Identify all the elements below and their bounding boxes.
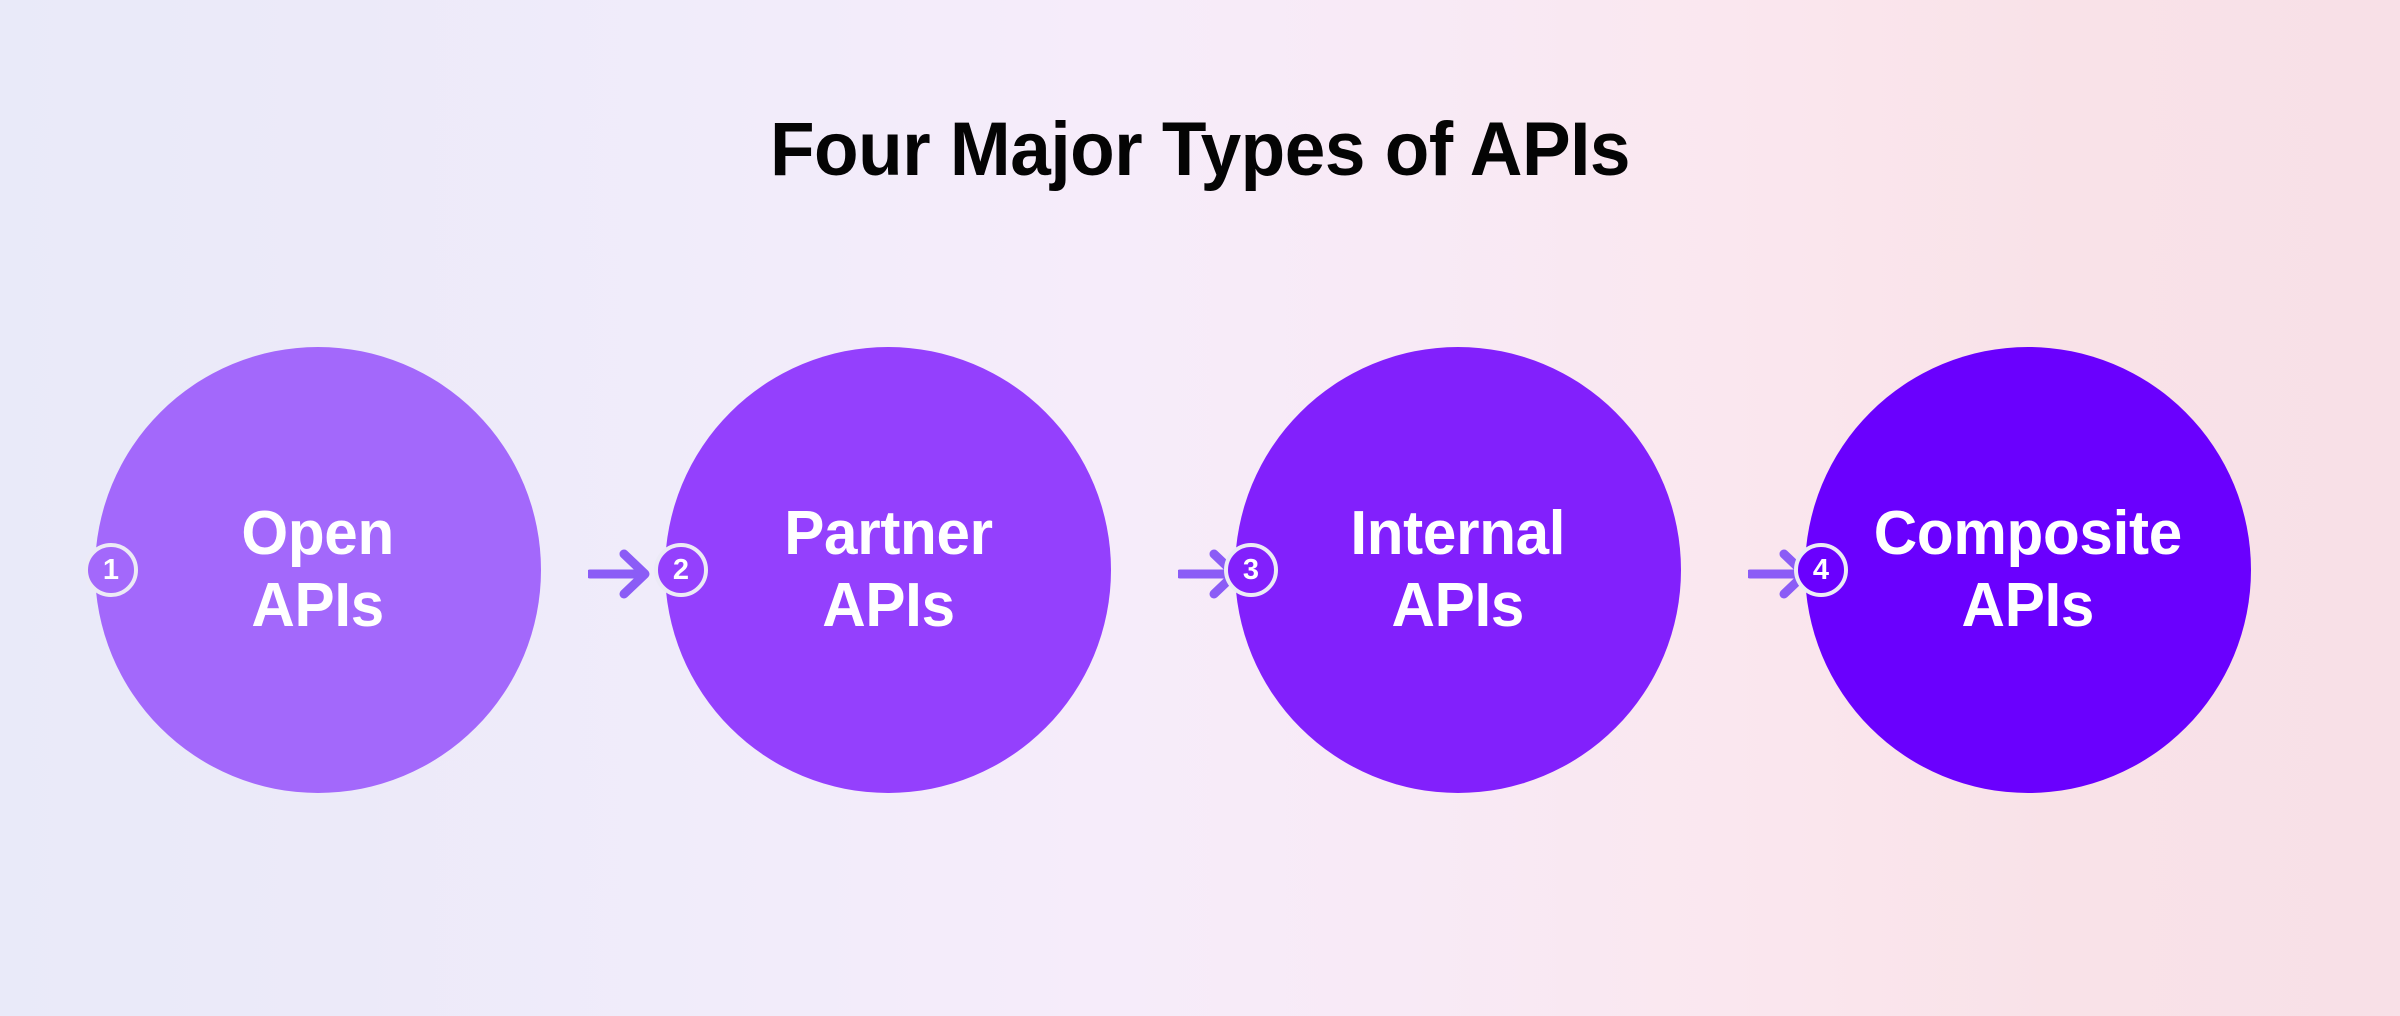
step-label-line2: APIs [1391, 571, 1525, 640]
step-label-line1: Internal [1350, 499, 1566, 569]
step-number-badge-3: 3 [1224, 543, 1278, 597]
step-label-line1: Partner [783, 499, 993, 569]
step-number-2: 2 [672, 553, 690, 586]
step-label-line2: APIs [821, 571, 955, 640]
page-title: Four Major Types of APIs [769, 107, 1631, 192]
step-label-line2: APIs [1961, 571, 2095, 640]
step-number-3: 3 [1242, 553, 1260, 586]
step-number-1: 1 [102, 553, 120, 586]
step-label-line1: Open [241, 499, 395, 569]
step-number-badge-4: 4 [1794, 543, 1848, 597]
step-label-line2: APIs [251, 571, 385, 640]
arrow-1-to-2-icon [588, 545, 656, 603]
step-number-badge-2: 2 [654, 543, 708, 597]
step-number-4: 4 [1812, 553, 1830, 586]
step-number-badge-1: 1 [84, 543, 138, 597]
step-label-line1: Composite [1873, 499, 2183, 569]
